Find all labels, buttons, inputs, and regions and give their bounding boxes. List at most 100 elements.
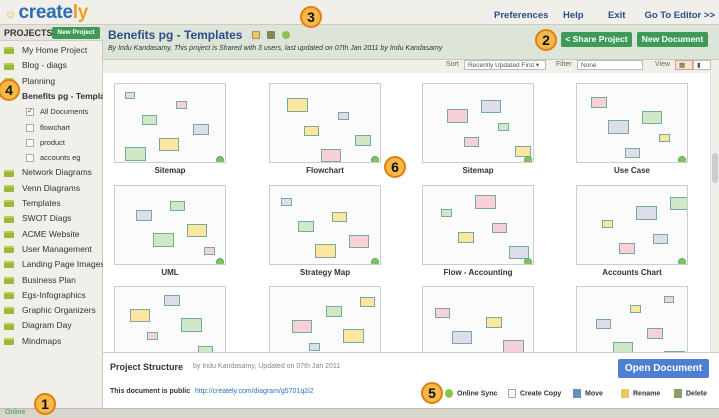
list-view-button[interactable]: ▮ [693,60,711,70]
document-thumbnail[interactable] [576,83,688,163]
project-item[interactable]: Network Diagrams [4,165,92,180]
project-item[interactable]: Benefits pg - Templates [4,89,117,104]
filter-label: Filter [556,61,572,68]
project-item[interactable]: ACME Website [4,227,79,242]
project-item[interactable]: Egs-Infographics [4,288,86,303]
sort-select[interactable]: Recently Updated First ▾ [464,60,546,70]
document-card[interactable]: Strategy Map [266,185,384,277]
document-card[interactable]: Sitemap [419,83,537,175]
diagram-shape [515,146,531,157]
document-card[interactable]: Use Case [573,83,691,175]
nav-exit[interactable]: Exit [608,10,626,21]
diagram-shape [142,115,157,125]
diagram-shape [509,246,529,259]
public-url-link[interactable]: http://creately.com/diagram/g5701q2i2 [195,388,314,395]
diagram-shape [619,243,635,254]
rename-button[interactable]: Rename [621,389,660,398]
grid-view-button[interactable]: ▦ [675,60,693,70]
project-item[interactable]: Diagram Day [4,318,72,333]
project-item[interactable]: User Management [4,242,92,257]
project-item[interactable]: Blog - diags [4,58,67,73]
folder-filter-item[interactable]: flowchart [26,120,70,135]
scroll-thumb[interactable] [712,153,718,183]
sync-icon[interactable] [282,31,291,39]
filter-select[interactable]: None [577,60,643,70]
document-thumbnail[interactable] [114,185,226,265]
project-item[interactable]: Business Plan [4,273,76,288]
folder-filter-item[interactable]: ✓ All Documents [26,104,88,119]
document-thumbnail[interactable] [269,286,381,352]
diagram-shape [355,135,371,146]
create-copy-button[interactable]: Create Copy [508,389,561,398]
edit-icon[interactable] [252,31,261,39]
diagram-shape [486,317,502,328]
folder-filter-item[interactable]: accounts eg [26,150,80,165]
nav-help[interactable]: Help [563,10,584,21]
project-item[interactable]: My Home Project [4,43,87,58]
project-title-row: Benefits pg - Templates [108,28,291,42]
delete-button[interactable]: Delete [674,389,707,398]
checkbox[interactable] [26,138,34,147]
diagram-shape [176,101,187,109]
diagram-shape [304,126,319,136]
diagram-shape [670,197,687,210]
diagram-shape [642,111,662,124]
project-item[interactable]: Mindmaps [4,334,61,349]
checkbox[interactable]: ✓ [26,108,34,117]
online-sync-button[interactable]: Online Sync [445,389,497,398]
share-project-button[interactable]: < Share Project [561,32,632,47]
checkbox[interactable] [26,123,34,132]
diagram-shape [181,318,202,332]
document-card[interactable]: Flow - Accounting [419,185,537,277]
document-card[interactable] [573,286,691,352]
callout-2: 2 [535,29,557,51]
document-thumbnail[interactable] [576,185,688,265]
document-card[interactable]: Flowchart [266,83,384,175]
checkbox[interactable] [26,154,34,163]
document-thumbnail[interactable] [269,83,381,163]
project-item[interactable]: Landing Page Images [4,257,105,272]
project-item[interactable]: SWOT Diags [4,211,71,226]
rename-label: Rename [633,390,661,398]
folder-filter-item[interactable]: product [26,135,65,150]
folder-icon [4,337,14,345]
grid-scrollbar[interactable] [710,73,719,352]
project-item[interactable]: Venn Diagrams [4,181,80,196]
callout-3: 3 [300,6,322,28]
project-item[interactable]: Templates [4,196,61,211]
nav-preferences[interactable]: Preferences [494,10,549,21]
document-card[interactable] [419,286,537,352]
new-project-button[interactable]: New Project [52,27,100,39]
filter-label: All Documents [40,107,89,117]
document-card[interactable] [111,286,229,352]
document-thumbnail[interactable] [114,286,226,352]
diagram-shape [591,97,607,108]
public-label: This document is public [110,388,191,395]
sync-icon [371,156,379,162]
document-card[interactable]: Accounts Chart [573,185,691,277]
open-document-button[interactable]: Open Document [618,359,709,378]
diagram-shape [292,320,312,333]
document-thumbnail[interactable] [114,83,226,163]
document-card[interactable] [266,286,384,352]
document-thumbnail[interactable] [576,286,688,352]
archive-icon[interactable] [267,31,276,39]
document-card[interactable]: Sitemap [111,83,229,175]
project-item[interactable]: Graphic Organizers [4,303,96,318]
callout-5: 5 [421,382,443,404]
nav-go-to-editor[interactable]: Go To Editor >> [644,10,715,21]
document-thumbnail[interactable] [269,185,381,265]
document-title: Sitemap [462,166,494,175]
diagram-shape [664,351,685,352]
filter-label: flowchart [40,122,71,132]
diagram-shape [435,308,450,318]
diagram-shape [647,328,663,339]
move-button[interactable]: Move [573,389,603,398]
project-label: Network Diagrams [22,167,92,178]
document-thumbnail[interactable] [422,185,534,265]
new-document-button[interactable]: New Document [637,32,708,47]
document-card[interactable]: UML [111,185,229,277]
document-thumbnail[interactable] [422,83,534,163]
document-thumbnail[interactable] [422,286,534,352]
